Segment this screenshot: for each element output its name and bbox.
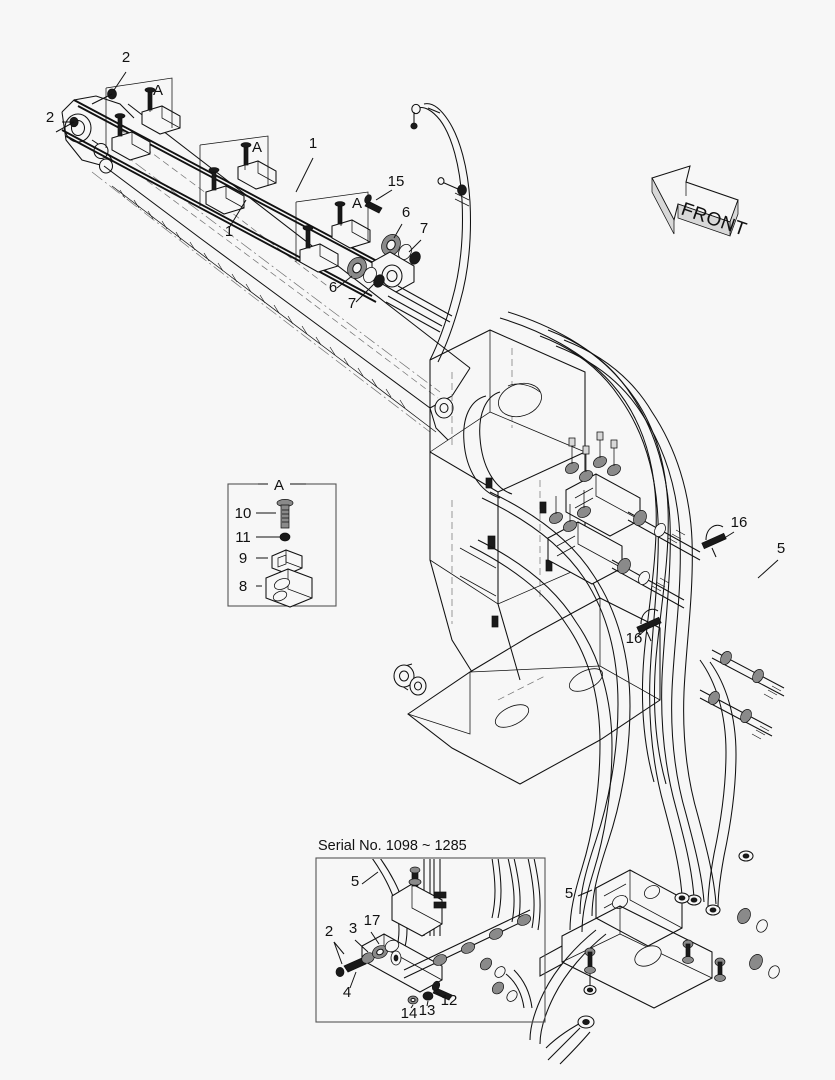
callout-15: 15 bbox=[388, 173, 405, 190]
fitting-cluster-upper bbox=[364, 194, 421, 293]
detail-box-a-title: A bbox=[274, 477, 284, 494]
detail-box-a: A 10 11 9 8 bbox=[227, 474, 337, 608]
fitting-cluster-lower bbox=[347, 257, 385, 288]
callout-a-3: A bbox=[352, 195, 362, 212]
boom-clamp-group bbox=[111, 87, 371, 273]
bottom-hose-terminals bbox=[674, 850, 754, 906]
callout-leaders bbox=[62, 71, 779, 897]
detail-label-8: 8 bbox=[239, 578, 247, 595]
lower-valve-assembly bbox=[539, 869, 780, 1065]
machine-frame bbox=[393, 329, 661, 785]
serial-inset: Serial No. 1098 ~ 1285 bbox=[315, 838, 546, 1023]
callout-7-lower: 7 bbox=[348, 295, 356, 312]
hose-bundle-part-5 bbox=[469, 311, 737, 1049]
inset-label-4: 4 bbox=[343, 984, 351, 1001]
clamp-16-upper bbox=[701, 524, 727, 558]
boom-tip-fittings bbox=[55, 88, 117, 133]
callout-2-upper: 2 bbox=[122, 49, 130, 66]
detail-part-11-washer: 11 bbox=[235, 529, 291, 546]
serial-inset-frame bbox=[315, 857, 546, 1023]
detail-part-8-block: 8 bbox=[239, 568, 313, 608]
detail-label-10: 10 bbox=[235, 505, 252, 522]
callout-6-upper: 6 bbox=[402, 204, 410, 221]
clamp-16-lower bbox=[636, 608, 662, 642]
callout-16-lower: 16 bbox=[626, 630, 643, 647]
callout-6-lower: 6 bbox=[329, 279, 337, 296]
callout-a-1: A bbox=[153, 82, 163, 99]
callout-a-2: A bbox=[252, 139, 262, 156]
callout-5-right: 5 bbox=[777, 540, 785, 557]
hose-clamps-16 bbox=[636, 524, 727, 642]
upper-thin-hose bbox=[410, 103, 472, 363]
detail-label-9: 9 bbox=[239, 550, 247, 567]
inset-label-13: 13 bbox=[419, 1002, 436, 1019]
inset-label-5: 5 bbox=[351, 873, 359, 890]
callout-16-upper: 16 bbox=[731, 514, 748, 531]
fitting-2-upper bbox=[91, 88, 117, 105]
serial-inset-title: Serial No. 1098 ~ 1285 bbox=[318, 838, 467, 854]
callout-5-bottom: 5 bbox=[565, 885, 573, 902]
callout-1-lower: 1 bbox=[225, 223, 233, 240]
inset-label-12: 12 bbox=[441, 992, 458, 1009]
manifold-blocks bbox=[547, 473, 641, 585]
detail-label-11: 11 bbox=[235, 529, 251, 546]
inset-label-3: 3 bbox=[349, 920, 357, 937]
callout-2-lower: 2 bbox=[46, 109, 54, 126]
callout-7-upper: 7 bbox=[420, 220, 428, 237]
fitting-2-lower bbox=[55, 116, 79, 133]
callout-number-group: 2 2 A A A 1 1 15 6 7 6 7 16 5 16 5 bbox=[46, 49, 785, 902]
inset-label-17: 17 bbox=[364, 912, 381, 929]
tube-fitting-clusters bbox=[549, 431, 785, 740]
tube-stubs bbox=[385, 285, 453, 333]
detail-part-9-clamp: 9 bbox=[239, 549, 303, 575]
inset-label-2: 2 bbox=[325, 923, 333, 940]
detail-part-10-bolt: 10 bbox=[235, 499, 294, 529]
clamp-a-brackets bbox=[105, 77, 369, 262]
inset-label-14: 14 bbox=[401, 1005, 418, 1022]
callout-1-upper: 1 bbox=[309, 135, 317, 152]
